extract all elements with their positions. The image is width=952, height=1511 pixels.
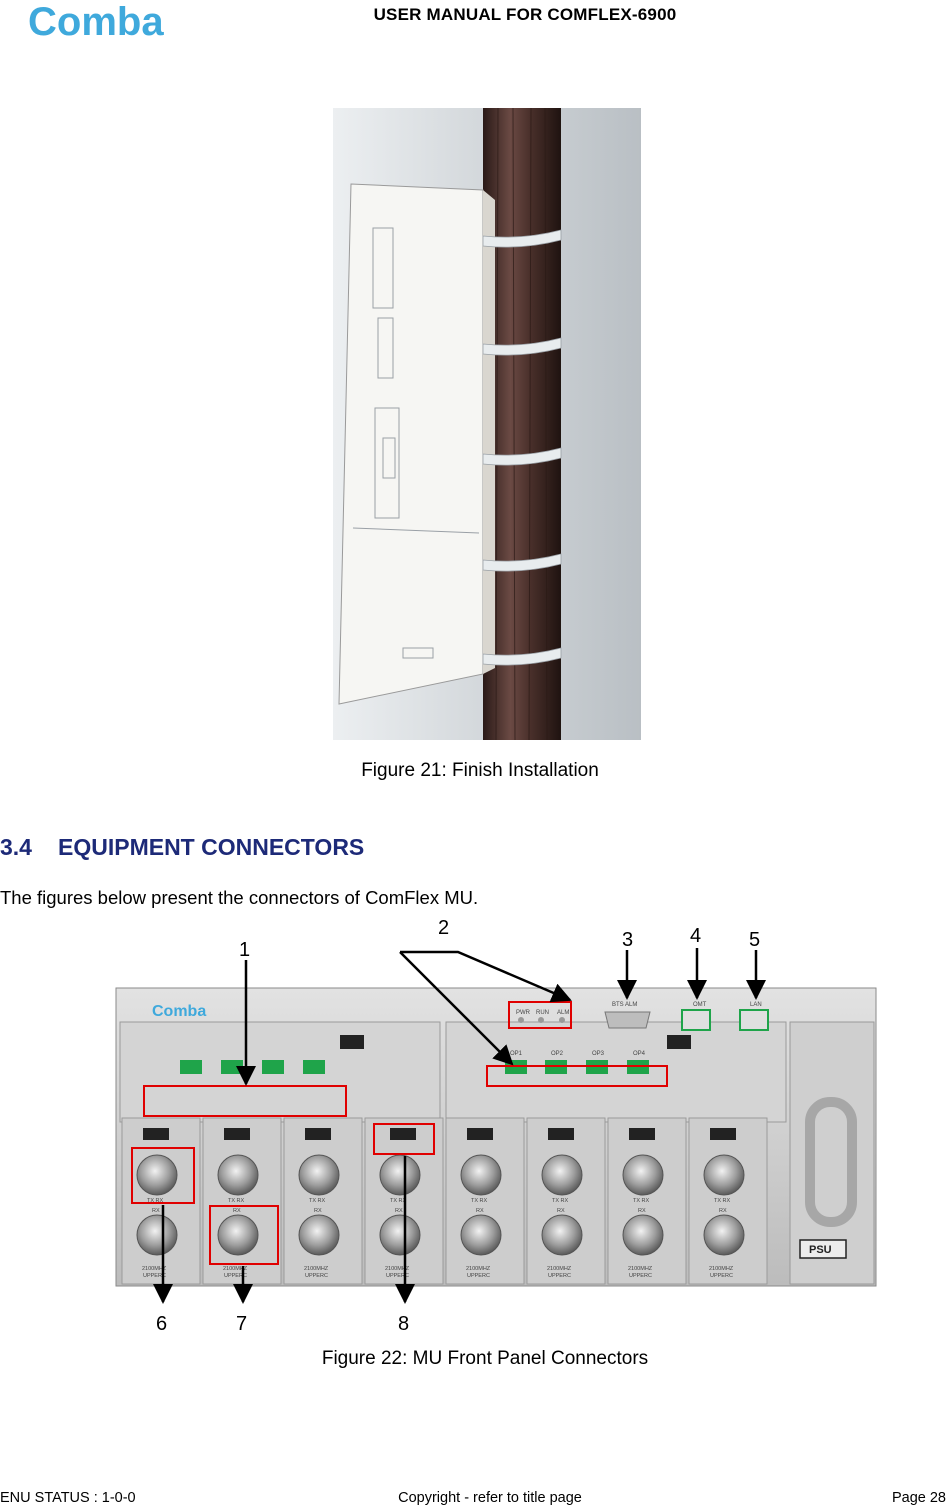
svg-text:RX: RX	[395, 1208, 403, 1214]
led-label-alm: ALM	[557, 1010, 569, 1016]
footer-status: ENU STATUS : 1-0-0	[0, 1490, 136, 1506]
svg-text:2100MHZ: 2100MHZ	[628, 1266, 653, 1272]
callout-8: 8	[398, 1313, 409, 1335]
svg-text:TX RX: TX RX	[228, 1198, 245, 1204]
footer-page-number: Page 28	[891, 1490, 946, 1506]
svg-text:RX: RX	[152, 1208, 160, 1214]
svg-text:TX RX: TX RX	[714, 1198, 731, 1204]
svg-text:RX: RX	[314, 1208, 322, 1214]
svg-text:TX RX: TX RX	[147, 1198, 164, 1204]
svg-text:TX RX: TX RX	[633, 1198, 650, 1204]
omt-port	[681, 1009, 711, 1031]
psu-label: PSU	[809, 1244, 832, 1256]
op-label-4: OP4	[633, 1051, 646, 1057]
svg-text:UPPERC: UPPERC	[224, 1273, 247, 1279]
section-heading: 3.4 EQUIPMENT CONNECTORS	[0, 834, 364, 861]
callout-4: 4	[690, 925, 701, 947]
svg-text:UPPERC: UPPERC	[629, 1273, 652, 1279]
callout-5: 5	[749, 929, 760, 951]
lan-label: LAN	[750, 1002, 762, 1008]
svg-text:UPPERC: UPPERC	[548, 1273, 571, 1279]
figure-22-caption: Figure 22: MU Front Panel Connectors	[321, 1348, 649, 1369]
callout-2: 2	[438, 917, 449, 939]
callout-boxes	[131, 1001, 668, 1265]
svg-text:RX: RX	[476, 1208, 484, 1214]
svg-text:TX RX: TX RX	[471, 1198, 488, 1204]
psu-module: PSU	[789, 1021, 875, 1285]
status-leds: PWR RUN ALM	[516, 1010, 569, 1023]
header-title: USER MANUAL FOR COMFLEX-6900	[373, 5, 677, 24]
svg-text:UPPERC: UPPERC	[710, 1273, 733, 1279]
svg-text:RX: RX	[233, 1208, 241, 1214]
svg-text:2100MHZ: 2100MHZ	[466, 1266, 491, 1272]
svg-text:TX RX: TX RX	[390, 1198, 407, 1204]
led-label-run: RUN	[536, 1010, 549, 1016]
rf-modules: TX RX RX 2100MHZ UPPERC TX RX RX 2100MHZ…	[121, 1117, 768, 1285]
callout-6: 6	[156, 1313, 167, 1335]
svg-text:2100MHZ: 2100MHZ	[142, 1266, 167, 1272]
svg-text:TX RX: TX RX	[309, 1198, 326, 1204]
svg-text:2100MHZ: 2100MHZ	[709, 1266, 734, 1272]
svg-text:RX: RX	[719, 1208, 727, 1214]
bts-alm-connector	[604, 1011, 651, 1029]
callout-7: 7	[236, 1313, 247, 1335]
svg-text:2100MHZ: 2100MHZ	[304, 1266, 329, 1272]
svg-text:2100MHZ: 2100MHZ	[547, 1266, 572, 1272]
callout-3: 3	[622, 929, 633, 951]
bts-alm-label: BTS ALM	[612, 1002, 637, 1008]
comba-logo: Comba	[28, 2, 164, 42]
svg-text:UPPERC: UPPERC	[305, 1273, 328, 1279]
svg-text:TX RX: TX RX	[552, 1198, 569, 1204]
svg-text:2100MHZ: 2100MHZ	[223, 1266, 248, 1272]
svg-text:UPPERC: UPPERC	[143, 1273, 166, 1279]
svg-text:UPPERC: UPPERC	[386, 1273, 409, 1279]
lan-port	[739, 1009, 769, 1031]
op-label-3: OP3	[592, 1051, 605, 1057]
op-label-1: OP1	[510, 1051, 523, 1057]
callout-arrows	[153, 948, 766, 1304]
section-intro: The figures below present the connectors…	[0, 887, 479, 908]
svg-text:2100MHZ: 2100MHZ	[385, 1266, 410, 1272]
svg-text:UPPERC: UPPERC	[467, 1273, 490, 1279]
section-title: EQUIPMENT CONNECTORS	[58, 834, 365, 860]
logo-text: Comba	[28, 2, 164, 42]
panel-logo: Comba	[152, 1003, 206, 1020]
svg-text:RX: RX	[638, 1208, 646, 1214]
omt-label: OMT	[693, 1002, 707, 1008]
led-label-pwr: PWR	[516, 1010, 531, 1016]
footer-copyright: Copyright - refer to title page	[398, 1490, 582, 1506]
finish-installation-image	[333, 108, 641, 740]
svg-text:RX: RX	[557, 1208, 565, 1214]
mu-front-panel-diagram: Comba PWR RUN ALM BTS ALM OMT LAN OP1 OP…	[115, 917, 877, 1335]
op-label-2: OP2	[551, 1051, 564, 1057]
section-number: 3.4	[0, 834, 32, 860]
callout-1: 1	[239, 939, 250, 961]
figure-21-caption: Figure 21: Finish Installation	[361, 760, 599, 781]
